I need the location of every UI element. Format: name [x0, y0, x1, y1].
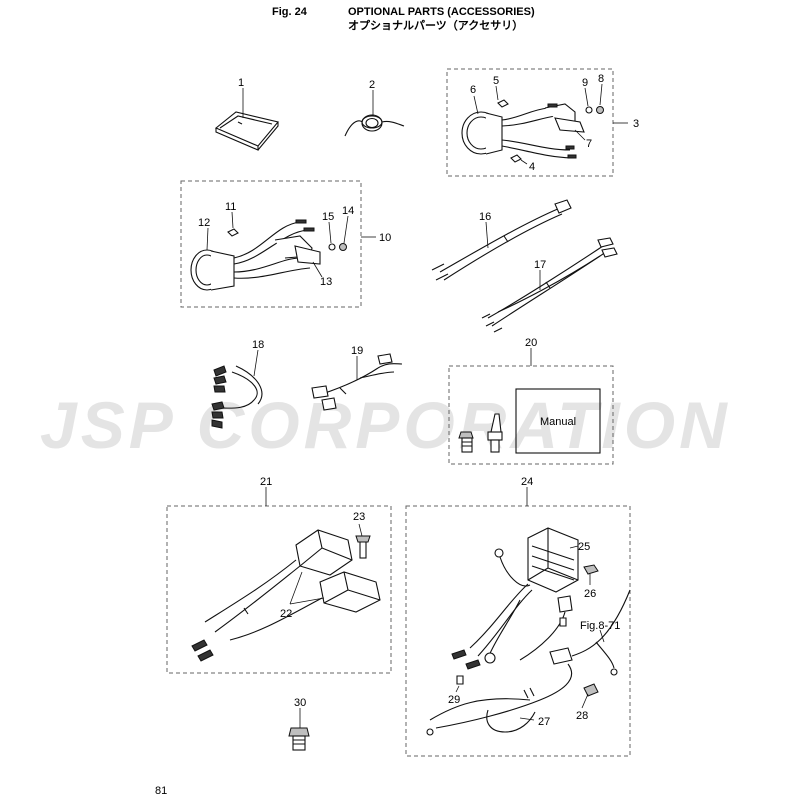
manual-label: Manual [540, 416, 576, 428]
part-2-coil [344, 90, 405, 137]
part-18-harness [211, 349, 263, 429]
callout-24: 24 [521, 476, 533, 488]
callout-labels: 1 2 3 4 5 6 7 8 9 10 11 12 13 14 15 16 1… [198, 73, 639, 728]
group-box-20 [448, 365, 614, 465]
callout-6: 6 [470, 84, 476, 96]
callout-4: 4 [529, 161, 535, 173]
callout-28: 28 [576, 710, 588, 722]
callout-9: 9 [582, 77, 588, 89]
callout-2: 2 [369, 79, 375, 91]
callout-10: 10 [379, 232, 391, 244]
part-21-cdi-units [191, 487, 381, 662]
callout-18: 18 [252, 339, 264, 351]
callout-8: 8 [598, 73, 604, 85]
part-10-gauge-assembly [190, 211, 376, 291]
manual-box [515, 388, 601, 454]
page-number: 81 [155, 785, 168, 797]
callout-26: 26 [584, 588, 596, 600]
callout-19: 19 [351, 345, 363, 357]
callout-14: 14 [342, 205, 354, 217]
callout-21: 21 [260, 476, 272, 488]
part-24-rectifier-harness [426, 487, 631, 736]
group-box-21 [166, 505, 392, 674]
callout-5: 5 [493, 75, 499, 87]
part-3-gauge-assembly [461, 83, 628, 165]
callout-11: 11 [225, 201, 236, 213]
title-english: OPTIONAL PARTS (ACCESSORIES) [348, 6, 535, 18]
callout-22: 22 [280, 608, 292, 620]
group-box-3 [446, 68, 614, 177]
watermark-text: JSP CORPORATION [40, 388, 731, 462]
fig-reference: Fig.8-71 [580, 620, 620, 632]
part-20-kit: Manual [458, 348, 601, 454]
part-19-harness [311, 353, 403, 411]
group-box-10 [180, 180, 362, 308]
callout-1: 1 [238, 77, 244, 89]
part-30-fitting [288, 708, 310, 751]
group-box-24 [405, 505, 631, 757]
part-16-cable [431, 199, 572, 281]
title-japanese: オプショナルパーツ（アクセサリ） [348, 20, 524, 32]
callout-20: 20 [525, 337, 537, 349]
callout-27: 27 [538, 716, 550, 728]
callout-12: 12 [198, 217, 210, 229]
callout-3: 3 [633, 118, 639, 130]
callout-16: 16 [479, 211, 491, 223]
callout-30: 30 [294, 697, 306, 709]
callout-7: 7 [586, 138, 592, 150]
figure-number: Fig. 24 [272, 6, 307, 18]
callout-17: 17 [534, 259, 546, 271]
callout-29: 29 [448, 694, 460, 706]
part-17-cable [481, 237, 618, 333]
callout-23: 23 [353, 511, 365, 523]
watermark: JSP CORPORATION [40, 388, 731, 462]
callout-15: 15 [322, 211, 334, 223]
part-1-pouch [214, 88, 279, 151]
callout-13: 13 [320, 276, 332, 288]
callout-25: 25 [578, 541, 590, 553]
